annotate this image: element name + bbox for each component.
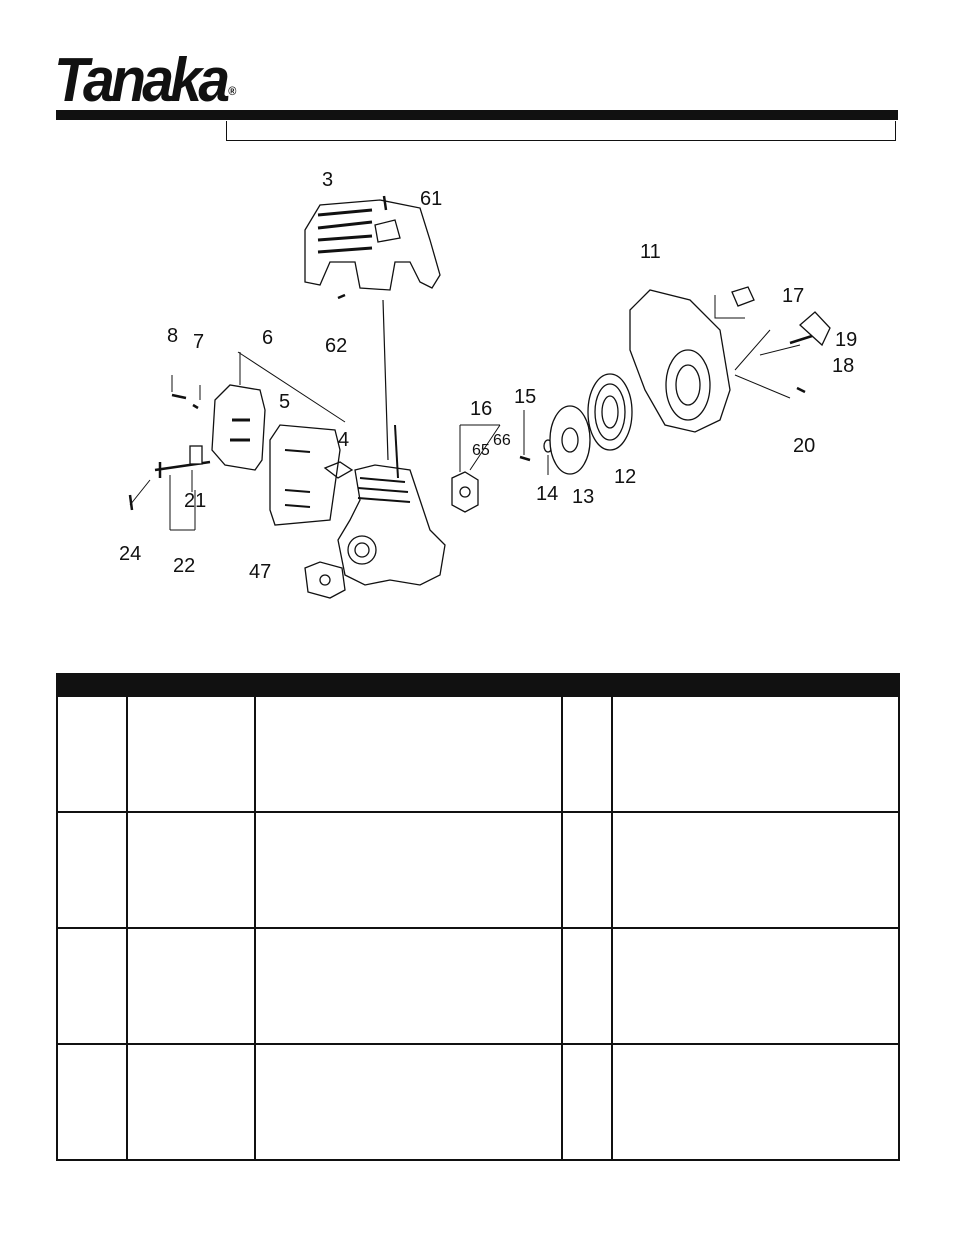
- gasket-plate-drawing: [269, 424, 341, 526]
- engine-cover-drawing: [304, 199, 441, 291]
- table-cell: [126, 1043, 256, 1161]
- registered-mark: ®: [228, 84, 237, 98]
- table-cell: [56, 1043, 128, 1161]
- table-cell: [56, 927, 128, 1045]
- starter-handle-drawing: [799, 311, 831, 347]
- callout: 12: [614, 466, 636, 488]
- table-row: [56, 696, 900, 813]
- table-cell: [126, 696, 256, 813]
- table-header-cell: [254, 673, 563, 697]
- table-cell: [611, 927, 900, 1045]
- callout: 19: [835, 329, 857, 351]
- callout: 4: [338, 429, 349, 451]
- table-row: [56, 1043, 900, 1161]
- recoil-housing-drawing: [629, 289, 731, 433]
- subtitle-box: [226, 121, 896, 141]
- table-cell: [56, 696, 128, 813]
- table-row: [56, 811, 900, 929]
- callout: 20: [793, 435, 815, 457]
- table-header-cell: [56, 673, 128, 697]
- callout: 11: [640, 241, 661, 263]
- callout: 24: [119, 543, 141, 565]
- callout: 61: [420, 188, 442, 210]
- pulley-drawing: [549, 405, 591, 475]
- table-row: [56, 927, 900, 1045]
- callout: 6: [262, 327, 273, 349]
- logo-text: Tanaka: [54, 46, 230, 115]
- table-cell: [611, 811, 900, 929]
- table-header-row: [56, 673, 900, 697]
- table-cell: [126, 811, 256, 929]
- callout: 47: [249, 561, 271, 583]
- table-cell: [561, 1043, 613, 1161]
- table-header-cell: [611, 673, 900, 697]
- callout: 8: [167, 325, 178, 347]
- callout: 18: [832, 355, 854, 377]
- callout: 16: [470, 398, 492, 420]
- table-cell: [254, 927, 563, 1045]
- table-cell: [611, 1043, 900, 1161]
- table-cell: [254, 696, 563, 813]
- table-header-cell: [126, 673, 256, 697]
- callout: 13: [572, 486, 594, 508]
- table-cell: [254, 1043, 563, 1161]
- table-cell: [254, 811, 563, 929]
- callout: 62: [325, 335, 347, 357]
- intake-part-drawing: [451, 471, 479, 513]
- callout: 5: [279, 391, 290, 413]
- callout: 7: [193, 331, 204, 353]
- parts-table: [56, 673, 900, 1161]
- callout: 66: [493, 432, 511, 449]
- table-cell: [561, 927, 613, 1045]
- callout: 65: [472, 442, 490, 459]
- muffler-drawing: [211, 384, 266, 471]
- exploded-parts-diagram: 3 61 62 11 17 19 18 20 8 7 6 5 4 16 15 6…: [119, 169, 857, 599]
- table-cell: [611, 696, 900, 813]
- table-header-cell: [561, 673, 613, 697]
- header-rule: [56, 110, 898, 120]
- callout: 22: [173, 555, 195, 577]
- callout: 3: [322, 169, 333, 191]
- callout: 17: [782, 285, 804, 307]
- cylinder-drawing: [337, 464, 446, 586]
- table-cell: [561, 696, 613, 813]
- table-cell: [56, 811, 128, 929]
- callout: 21: [184, 490, 206, 512]
- table-cell: [561, 811, 613, 929]
- table-cell: [126, 927, 256, 1045]
- callout: 15: [514, 386, 536, 408]
- callout: 14: [536, 483, 558, 505]
- tanaka-logo: Tanaka®: [54, 50, 236, 112]
- part-47-drawing: [304, 561, 346, 599]
